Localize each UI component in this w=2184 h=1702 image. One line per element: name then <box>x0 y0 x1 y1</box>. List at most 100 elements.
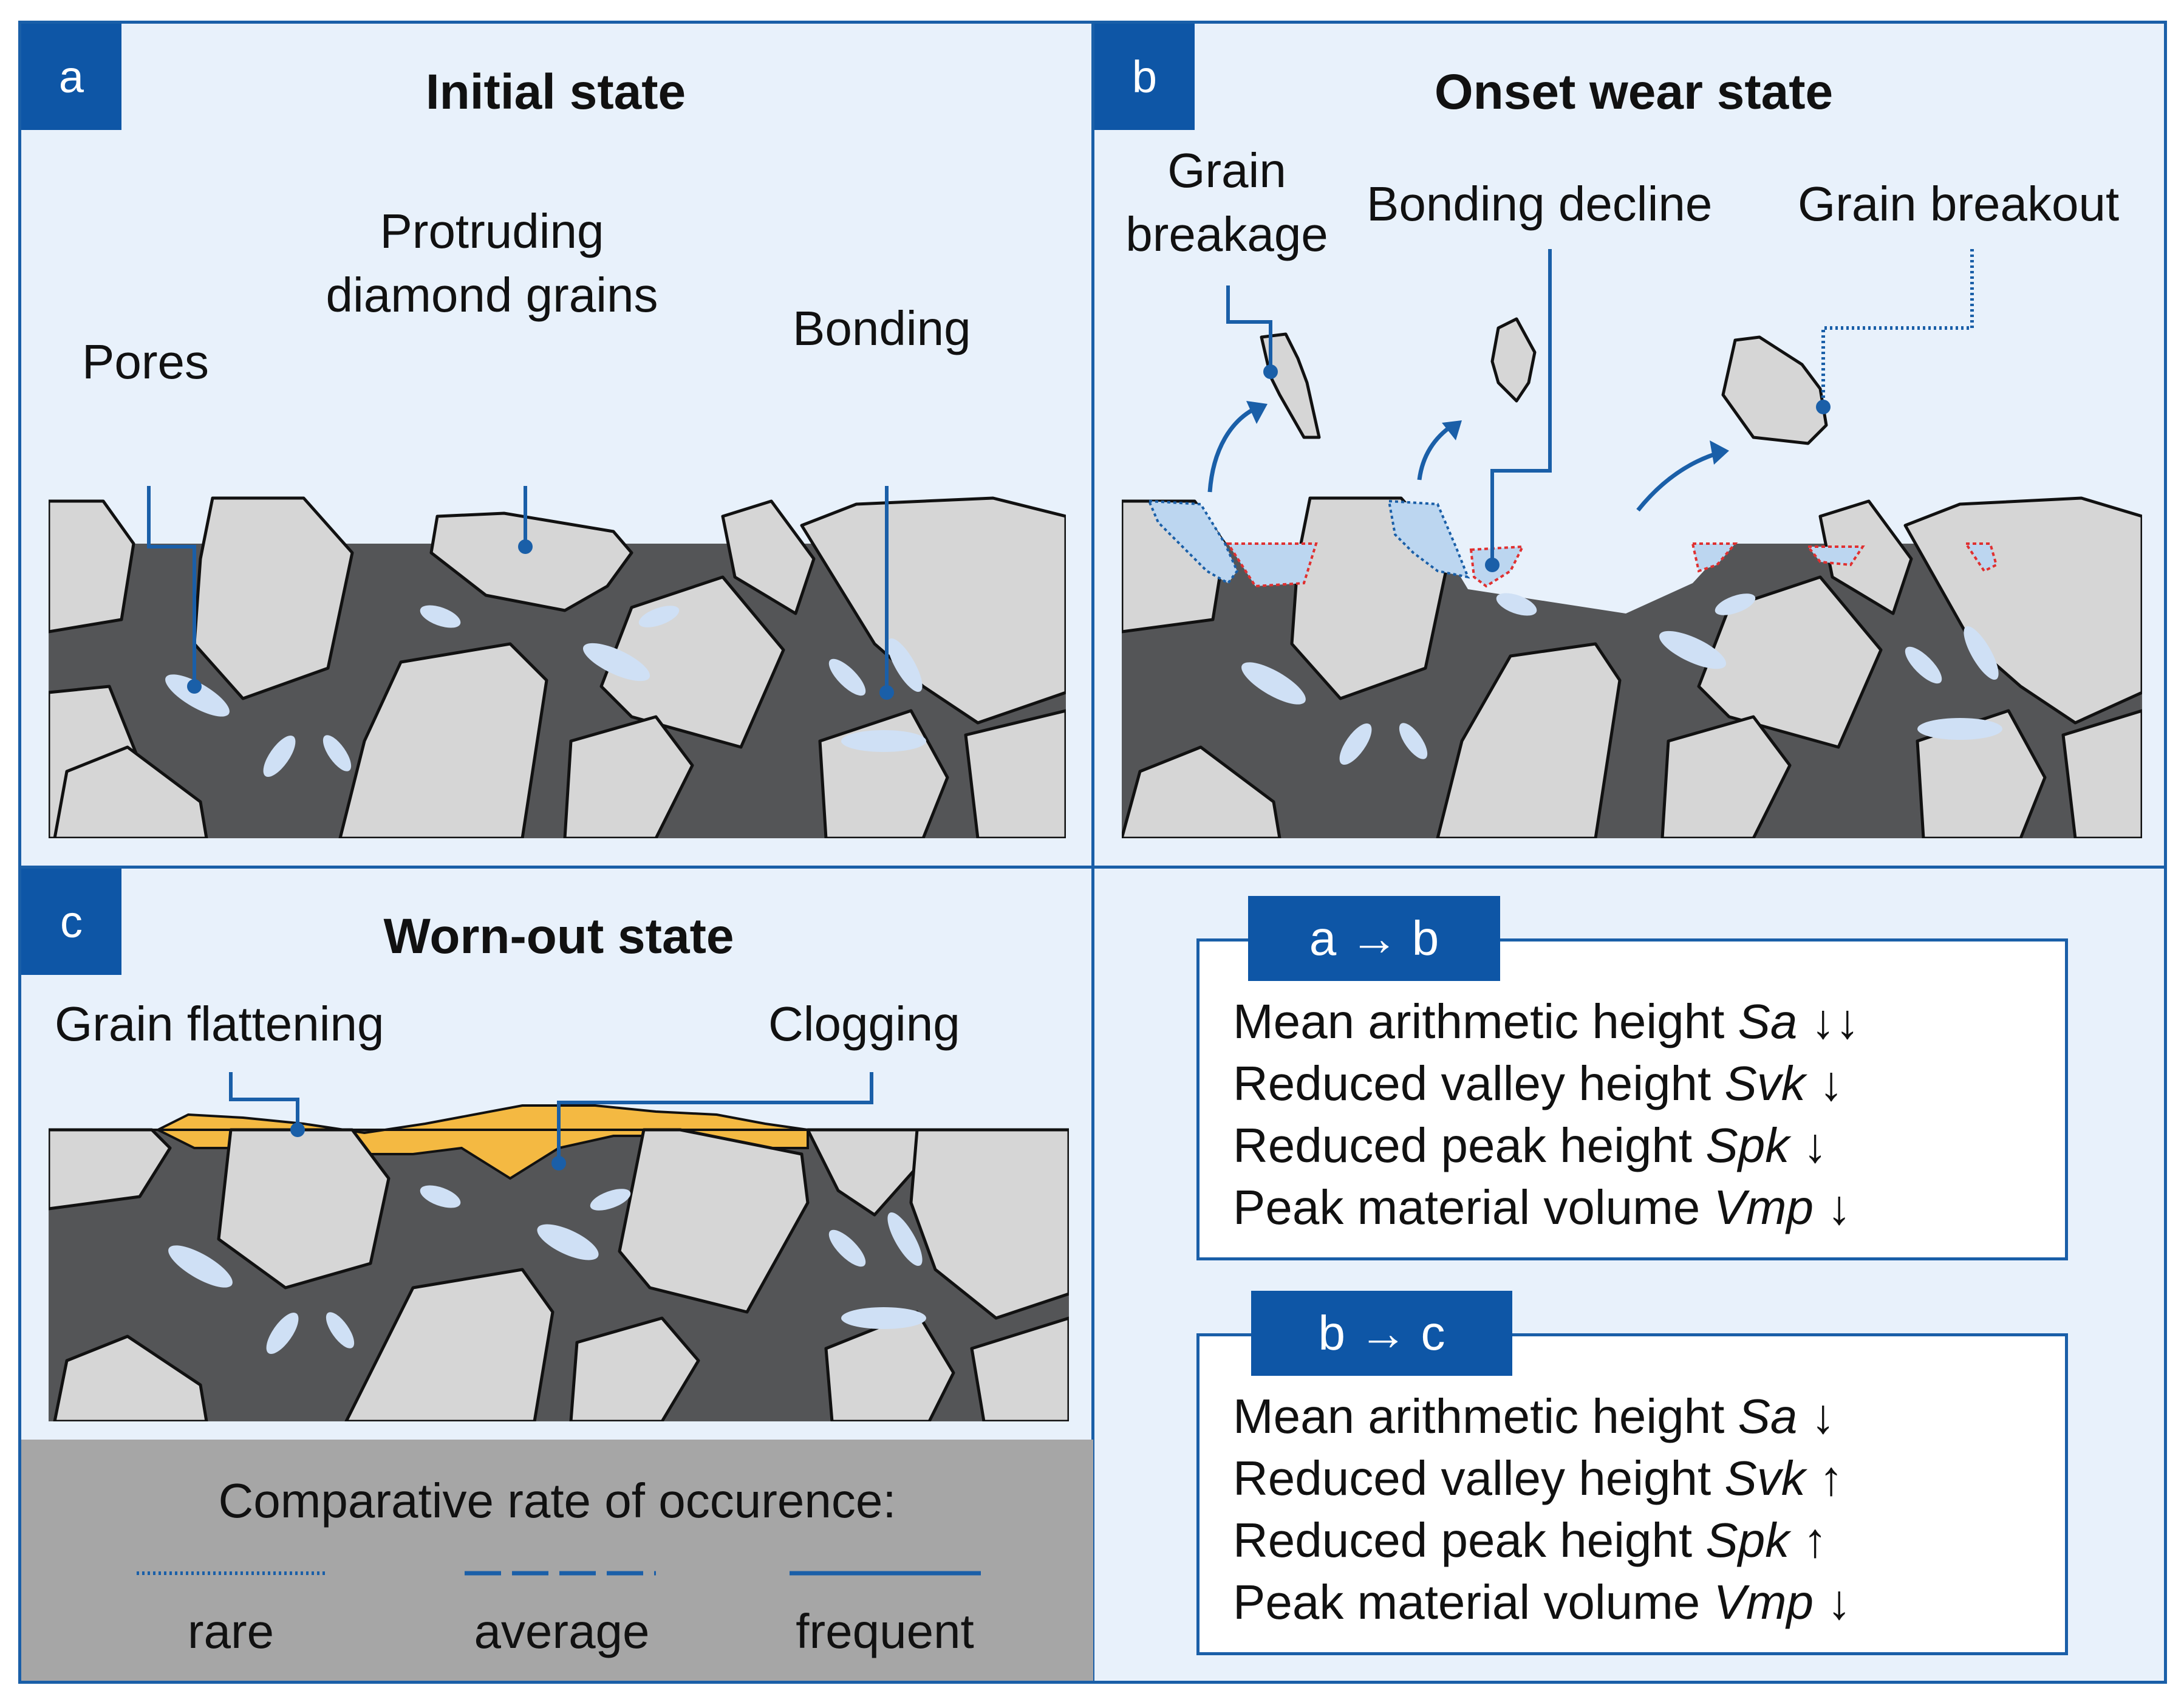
pore <box>420 1185 461 1208</box>
grain <box>53 1335 208 1421</box>
bonding-decline-arrow <box>1417 423 1454 480</box>
metric-row: Mean arithmetic height Sa ↓ <box>1233 1389 1835 1443</box>
bonding-decline-region <box>1226 542 1318 588</box>
frequent-label: frequent <box>796 1604 974 1658</box>
panel-a-title: Initial state <box>425 64 686 120</box>
transition-tab-a-b: a → b <box>1248 896 1500 981</box>
rare-label: rare <box>187 1604 275 1658</box>
grain <box>2061 709 2142 838</box>
pore <box>537 1224 599 1260</box>
pore <box>1905 646 1942 684</box>
grain <box>909 1128 1069 1320</box>
pore <box>828 658 866 696</box>
legend-title: Comparative rate of occurence: <box>218 1474 896 1528</box>
pore <box>322 735 352 771</box>
panel-b-illustration <box>1122 249 2142 838</box>
panel-c-illustration <box>49 1072 1069 1421</box>
metric-row: Reduced peak height Spk ↓ <box>1233 1118 1827 1172</box>
pore <box>168 1245 233 1288</box>
metric-row: Reduced valley height Svk ↓ <box>1233 1056 1844 1110</box>
protruding-label-line1: Protruding <box>380 204 604 258</box>
grain-breakage-label-line1: Grain <box>1167 143 1286 197</box>
pore <box>263 735 296 778</box>
horizontal-divider <box>18 866 2167 869</box>
metric-row: Reduced peak height Spk ↑ <box>1233 1513 1827 1567</box>
metric-row: Peak material volume Vmp ↓ <box>1233 1180 1852 1234</box>
bonding-decline-region <box>1964 542 1998 573</box>
average-label: average <box>474 1604 650 1658</box>
panel-c-title: Worn-out state <box>383 909 734 964</box>
grain <box>1122 745 1281 838</box>
bonding-decline-region <box>1691 542 1738 573</box>
fragment <box>1260 332 1321 439</box>
protruding-label-line2: diamond grains <box>326 268 658 322</box>
clogging-label: Clogging <box>768 997 960 1051</box>
transition-tab-b-c: b → c <box>1251 1291 1512 1376</box>
breakout-arrow <box>1636 450 1721 512</box>
panel-b-title: Onset wear state <box>1434 64 1834 120</box>
broken-grain-region <box>1147 499 1239 585</box>
panel-a-badge: a <box>21 24 121 130</box>
grain <box>1916 709 2047 838</box>
grain-breakage-label-line2: breakage <box>1125 207 1328 261</box>
grain <box>193 496 354 700</box>
bonding-decline-leader-line <box>1490 249 1552 565</box>
pore <box>1917 718 2002 740</box>
fragment <box>1490 317 1537 403</box>
pore <box>638 606 680 627</box>
pore <box>887 1212 923 1266</box>
panel-b-badge: b <box>1094 24 1195 130</box>
panel-a-illustration <box>49 486 1066 838</box>
vertical-divider <box>1091 21 1094 1684</box>
metric-row: Mean arithmetic height Sa ↓↓ <box>1233 994 1860 1048</box>
legend: Comparative rate of occurence: rare aver… <box>21 1440 1093 1681</box>
pore <box>841 1307 926 1329</box>
pore <box>590 1189 631 1211</box>
pore <box>841 730 926 752</box>
broken-grain-region <box>1387 499 1470 579</box>
pore <box>828 1229 866 1267</box>
panel-c-badge: c <box>21 869 121 975</box>
breakage-leader-line <box>1226 285 1272 372</box>
fragment <box>1721 335 1828 445</box>
metric-row: Reduced valley height Svk ↑ <box>1233 1451 1844 1505</box>
pore <box>1241 662 1306 705</box>
pore <box>1339 723 1372 765</box>
grain <box>1697 575 1883 749</box>
grain <box>1660 715 1792 838</box>
pore <box>1659 631 1727 669</box>
grain-flattening-label: Grain flattening <box>55 997 384 1051</box>
protruding-leader-line <box>524 486 527 547</box>
pores-leader-line <box>147 486 196 686</box>
pore <box>420 605 461 628</box>
grain <box>569 1316 700 1421</box>
pore <box>887 638 923 692</box>
bonding-label: Bonding <box>793 301 971 355</box>
grain <box>618 1128 810 1314</box>
grain <box>344 1268 555 1421</box>
transition-box-b-c <box>1196 1333 2068 1655</box>
grain <box>53 745 208 838</box>
pore <box>1399 723 1428 759</box>
grain <box>1818 499 1913 615</box>
metric-row: Peak material volume Vmp ↓ <box>1233 1575 1852 1629</box>
grain <box>964 709 1066 838</box>
breakage-arrow <box>1207 405 1260 493</box>
grain <box>338 642 548 838</box>
bonding-decline-label: Bonding decline <box>1367 177 1713 231</box>
flattening-leader-line <box>229 1072 299 1130</box>
pore <box>326 1312 355 1348</box>
pore <box>266 1312 299 1355</box>
grain <box>49 499 135 634</box>
grain <box>563 715 694 838</box>
grain <box>1436 642 1622 838</box>
pore <box>1964 626 1999 680</box>
transition-box-a-b <box>1196 938 2068 1260</box>
clogging-leader-line <box>557 1072 873 1163</box>
pores-label: Pores <box>82 335 209 389</box>
grain <box>970 1316 1069 1421</box>
grain <box>429 511 633 612</box>
pore <box>1715 593 1756 615</box>
grain-breakout-label: Grain breakout <box>1798 177 2120 231</box>
pore <box>582 643 650 682</box>
